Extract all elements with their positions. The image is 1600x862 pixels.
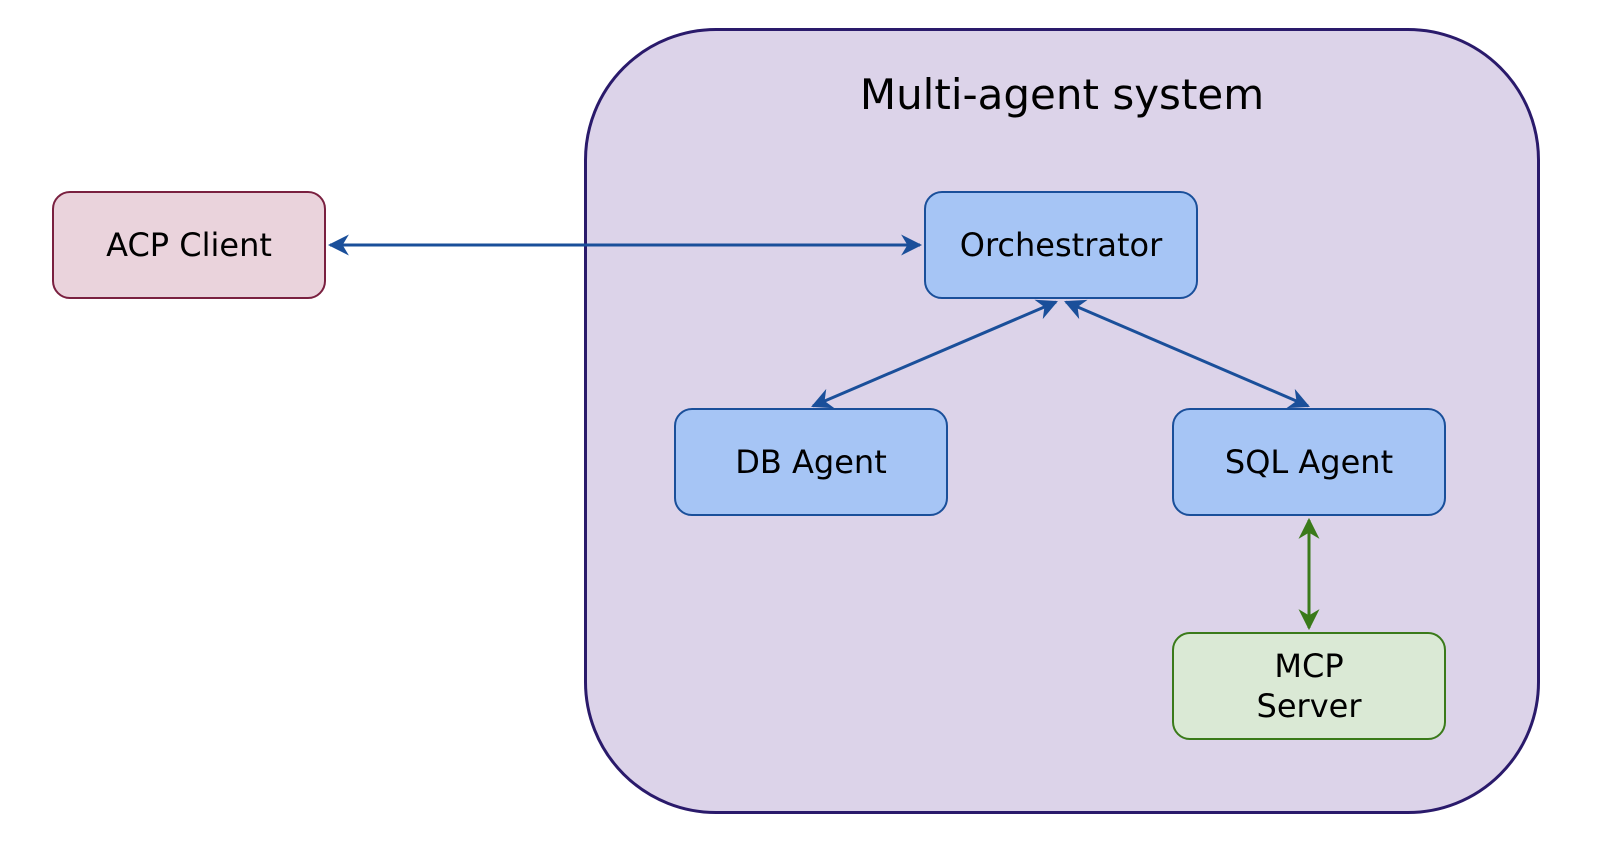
sql-agent-node: SQL Agent (1172, 408, 1446, 516)
mcp-server-label-line2: Server (1256, 687, 1362, 725)
db-agent-label: DB Agent (735, 443, 887, 481)
orchestrator-label: Orchestrator (959, 226, 1163, 264)
mcp-server-label-line1: MCP (1274, 647, 1344, 685)
db-agent-node: DB Agent (674, 408, 948, 516)
edge-orchestrator-db-agent (811, 299, 1058, 409)
multi-agent-system-title: Multi-agent system (859, 70, 1265, 119)
sql-agent-label: SQL Agent (1224, 443, 1394, 481)
acp-client-label: ACP Client (106, 226, 272, 264)
acp-client-node: ACP Client (52, 191, 326, 299)
orchestrator-node: Orchestrator (924, 191, 1198, 299)
mcp-server-node: MCP Server (1172, 632, 1446, 740)
edge-orchestrator-sql-agent (1064, 299, 1310, 409)
